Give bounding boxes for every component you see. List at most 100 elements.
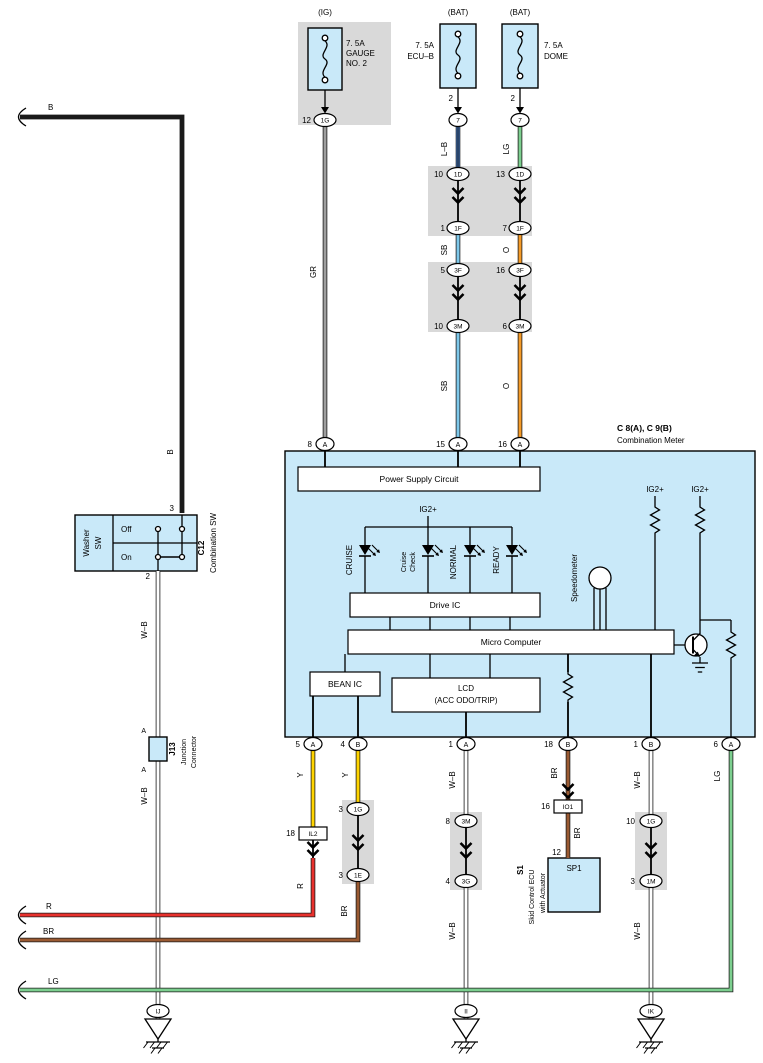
pin-number: 3 <box>339 805 344 814</box>
layer-wire-labels: B B GR L–B LG SB O SB O Y Y R BR W–B W–B… <box>17 103 722 1000</box>
connector-oval <box>454 813 478 829</box>
meter-pin-oval <box>348 736 368 752</box>
ground-icon <box>635 1018 665 1055</box>
led-label: CRUISE <box>345 545 354 575</box>
pin-number: 10 <box>626 817 635 826</box>
pin-letter: A <box>518 442 523 449</box>
pin-number: 2 <box>449 94 454 103</box>
sp1-label: SP1 <box>566 864 582 873</box>
junction-connector-body <box>148 736 168 762</box>
pin-number: 3 <box>631 877 636 886</box>
meter-pin-oval <box>641 736 661 752</box>
connector-code: 1F <box>516 226 524 233</box>
connector-oval <box>446 166 470 182</box>
meter-pin-oval <box>448 436 468 452</box>
pin-number: 15 <box>436 440 445 449</box>
micro-computer-box <box>347 629 675 655</box>
wire-label: Y <box>341 772 350 778</box>
wire-label: L–B <box>440 142 449 156</box>
connector-code: 3M <box>461 819 470 826</box>
connector-oval <box>508 166 532 182</box>
connector-code: 1D <box>516 172 525 179</box>
bean-ic-label: BEAN IC <box>328 679 362 689</box>
wire-label: W–B <box>140 787 149 804</box>
bat-tag: (BAT) <box>510 8 531 17</box>
speedometer-label: Speedometer <box>570 554 579 602</box>
switch-wiring <box>157 515 183 571</box>
connector-code: 7 <box>456 118 460 125</box>
drive-ic-label: Drive IC <box>430 600 461 610</box>
connector-oval <box>446 262 470 278</box>
pin-number: 10 <box>434 322 443 331</box>
connector-code: 1E <box>354 873 363 880</box>
contact-icon <box>178 553 186 561</box>
bean-ic-box <box>309 671 381 697</box>
emitter-arrow-icon <box>693 651 700 657</box>
bat-tag: (BAT) <box>448 8 469 17</box>
micro-computer-label: Micro Computer <box>481 637 542 647</box>
switch-position-on: On <box>121 553 132 562</box>
connector-oval <box>346 801 370 817</box>
ground-icon <box>142 1018 172 1055</box>
contact-icon <box>154 525 162 533</box>
pin-letter: A <box>456 442 461 449</box>
ground-label-oval <box>146 1003 170 1019</box>
pin-letter: A <box>323 442 328 449</box>
connector-code: 1F <box>454 226 462 233</box>
pin-number: 5 <box>296 740 301 749</box>
pin-number: 5 <box>441 266 446 275</box>
pin-number: 3 <box>170 504 175 513</box>
pin-stubs-bottom <box>312 654 652 737</box>
ig-tag: (IG) <box>318 8 332 17</box>
connector-oval <box>639 813 663 829</box>
fuse-rating: 7. 5A <box>415 41 434 50</box>
connector-id: J13 <box>168 742 177 756</box>
pin-number: 4 <box>341 740 346 749</box>
wire-label: BR <box>573 827 582 838</box>
connector-code: 3F <box>516 268 524 275</box>
component-name: Combination SW <box>209 513 218 573</box>
wire-label: B <box>48 103 53 112</box>
wire-label: BR <box>340 905 349 916</box>
component-name: Junction <box>181 739 188 765</box>
pin-number: 1 <box>634 740 639 749</box>
pin-letter: A <box>141 728 146 735</box>
meter-code: C 8(A), C 9(B) <box>617 423 672 433</box>
led-label: Check <box>410 552 417 572</box>
wire-lg-rail <box>20 750 733 992</box>
signal-ground-icon <box>692 662 708 673</box>
meter-pin-oval <box>456 736 476 752</box>
fuse-name: GAUGE <box>346 49 375 58</box>
layer-connectors: A A J13 Junction Connector IL2 18 IO1 16… <box>141 112 741 889</box>
layer-grounds: IJ II IK <box>142 1003 665 1055</box>
wire-label: SB <box>440 381 449 392</box>
connector-io1 <box>553 799 583 814</box>
pin-letter: A <box>141 767 146 774</box>
layer-fuses: (IG) 7. 5A GAUGE NO. 2 12 (BAT) 7. 5A EC… <box>298 8 667 890</box>
pin-number: 18 <box>544 740 553 749</box>
skid-control-body <box>547 857 601 913</box>
meter-pin-oval <box>721 736 741 752</box>
connector-code: 7 <box>518 118 522 125</box>
washer-sw-label: SW <box>94 536 103 549</box>
pin-number: 1 <box>449 740 454 749</box>
micro-branch-wiring <box>344 654 491 678</box>
speedometer-icon <box>588 566 612 590</box>
pin-number: 16 <box>496 266 505 275</box>
drive-to-micro-wiring <box>389 617 511 630</box>
combination-switch: Washer SW Off On 3 2 C12 Combination SW <box>74 504 218 581</box>
fuse-name: DOME <box>544 52 568 61</box>
connector-il2 <box>298 826 328 841</box>
connector-code: 1M <box>646 879 655 886</box>
wire-label: W–B <box>448 922 457 939</box>
pin-number: 6 <box>714 740 719 749</box>
wire-br-rail <box>20 875 360 942</box>
ig2-label: IG2+ <box>419 505 437 514</box>
meter-name: Combination Meter <box>617 436 685 445</box>
ig2-label: IG2+ <box>691 485 709 494</box>
washer-sw-label: Washer <box>82 529 91 557</box>
component-name: with Actuator <box>540 872 547 914</box>
connector-id: C12 <box>197 540 206 555</box>
